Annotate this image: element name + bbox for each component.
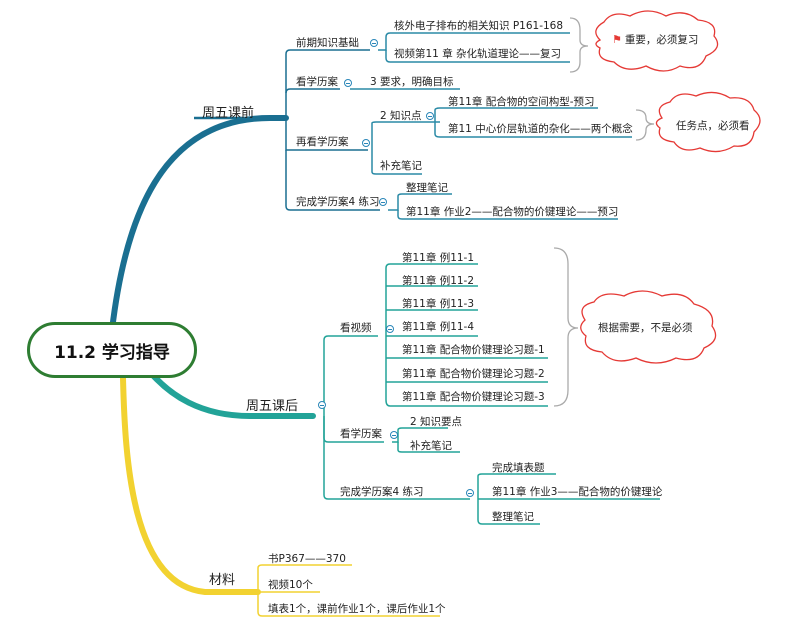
branch-materials[interactable]: 材料 xyxy=(209,573,236,588)
collapse-toggle-icon[interactable] xyxy=(386,325,394,333)
topic-video-2[interactable]: 第11章 例11-2 xyxy=(402,275,475,287)
collapse-toggle-icon[interactable] xyxy=(426,112,434,120)
collapse-toggle-icon[interactable] xyxy=(362,139,370,147)
brace-prior xyxy=(569,17,589,73)
topic-after-review-plan[interactable]: 看学历案 xyxy=(340,428,382,440)
topic-video-6[interactable]: 第11章 配合物价键理论习题-2 xyxy=(402,368,545,380)
topic-after-exercise-item-2[interactable]: 第11章 作业3——配合物的价键理论 xyxy=(492,486,663,498)
collapse-toggle-icon[interactable] xyxy=(390,431,398,439)
collapse-toggle-icon[interactable] xyxy=(344,79,352,87)
note-task[interactable]: 任务点，必须看 xyxy=(676,120,750,132)
topic-prior-item-1[interactable]: 核外电子排布的相关知识 P161-168 xyxy=(394,20,564,32)
topic-material-3[interactable]: 填表1个，课前作业1个，课后作业1个 xyxy=(268,603,446,615)
topic-after-review-item-2[interactable]: 补充笔记 xyxy=(410,440,452,452)
topic-after-review-item-1[interactable]: 2 知识要点 xyxy=(410,416,463,428)
topic-video-4[interactable]: 第11章 例11-4 xyxy=(402,321,475,333)
collapse-toggle-icon[interactable] xyxy=(318,401,326,409)
topic-review-plan[interactable]: 看学历案 xyxy=(296,76,338,88)
topic-videos[interactable]: 看视频 xyxy=(340,322,372,334)
topic-material-2[interactable]: 视频10个 xyxy=(268,579,313,591)
note-important[interactable]: ⚑重要，必须复习 xyxy=(612,33,699,46)
collapse-toggle-icon[interactable] xyxy=(379,198,387,206)
topic-exercise-item-1[interactable]: 整理笔记 xyxy=(406,182,448,194)
topic-prior-item-2[interactable]: 视频第11 章 杂化轨道理论——复习 xyxy=(394,48,562,60)
topic-video-5[interactable]: 第11章 配合物价键理论习题-1 xyxy=(402,344,545,356)
topic-review-detail[interactable]: 3 要求，明确目标 xyxy=(370,76,454,88)
topic-supplement-notes[interactable]: 补充笔记 xyxy=(380,160,422,172)
branch-before[interactable]: 周五课前 xyxy=(202,106,255,121)
branch-after[interactable]: 周五课后 xyxy=(246,399,299,414)
brace-points xyxy=(635,109,655,141)
topic-after-exercise-item-3[interactable]: 整理笔记 xyxy=(492,511,534,523)
note-optional[interactable]: 根据需要，不是必须 xyxy=(598,322,693,334)
topic-prior-knowledge[interactable]: 前期知识基础 xyxy=(296,37,359,49)
topic-points[interactable]: 2 知识点 xyxy=(380,110,422,122)
topic-reread-plan[interactable]: 再看学历案 xyxy=(296,136,349,148)
topic-exercise-item-2[interactable]: 第11章 作业2——配合物的价键理论——预习 xyxy=(406,206,619,218)
collapse-toggle-icon[interactable] xyxy=(370,39,378,47)
trunk-after xyxy=(147,369,316,419)
topic-point-1[interactable]: 第11章 配合物的空间构型-预习 xyxy=(448,96,595,108)
topic-after-exercise-item-1[interactable]: 完成填表题 xyxy=(492,462,545,474)
collapse-toggle-icon[interactable] xyxy=(466,489,474,497)
brace-videos xyxy=(553,247,579,407)
topic-video-7[interactable]: 第11章 配合物价键理论习题-3 xyxy=(402,391,545,403)
cloud-optional xyxy=(580,290,717,364)
topic-after-exercise[interactable]: 完成学历案4 练习 xyxy=(340,486,424,498)
cloud-important xyxy=(595,10,719,72)
cloud-task xyxy=(655,91,761,153)
topic-video-1[interactable]: 第11章 例11-1 xyxy=(402,252,475,264)
topic-exercise[interactable]: 完成学历案4 练习 xyxy=(296,196,380,208)
topic-point-2[interactable]: 第11 中心价层轨道的杂化——两个概念 xyxy=(448,123,633,135)
trunk-before xyxy=(109,115,289,333)
flag-icon: ⚑ xyxy=(612,33,622,46)
root-topic[interactable]: 11.2 学习指导 xyxy=(27,322,197,378)
topic-video-3[interactable]: 第11章 例11-3 xyxy=(402,298,475,310)
topic-material-1[interactable]: 书P367——370 xyxy=(268,553,346,565)
trunk-materials xyxy=(120,375,261,595)
